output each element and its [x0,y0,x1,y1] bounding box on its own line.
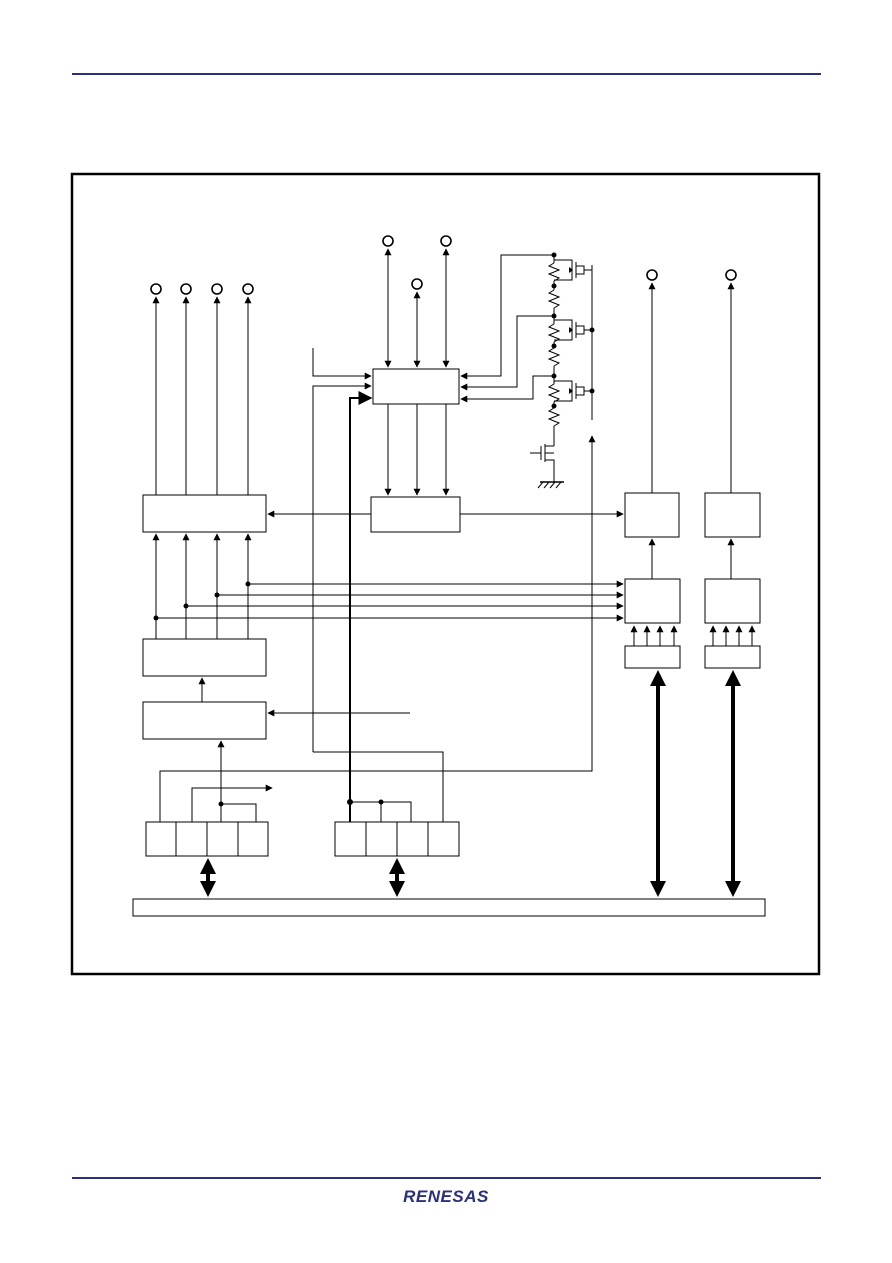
pin-terminal [150,283,162,295]
converter-block-1 [624,578,681,624]
renesas-logo: RENESAS [386,1185,506,1213]
pin-terminal [411,278,423,290]
left-output-lines [152,296,252,495]
pin-terminal [440,235,452,247]
pin-terminal [211,283,223,295]
control-register-middle [334,821,460,857]
decoder-block [142,638,267,677]
pin-terminal [180,283,192,295]
control-register-left [145,821,269,857]
bus-arrows [200,670,741,897]
output-buffer-block-1 [624,492,680,538]
pin-terminal [725,269,737,281]
data-register-2 [704,645,761,669]
switch-to-comparator [384,404,450,496]
tap-lines [153,580,624,622]
diagram-frame [70,172,821,976]
pin-terminals [150,235,737,295]
resistor-ladder [460,252,561,440]
decoder-output-lines [152,533,252,639]
comparator-block [370,496,461,533]
pin-terminal [242,283,254,295]
bypass-transistors [554,259,595,420]
converter-block-2 [704,578,761,624]
output-control-block [142,494,267,533]
logo-text: RENESAS [403,1187,489,1206]
pin-terminal [646,269,658,281]
pin-terminal [382,235,394,247]
mode-control-block [142,701,267,740]
ground-switch-transistor [530,440,564,489]
analog-switch-block [372,368,460,405]
output-buffer-block-2 [704,492,761,538]
header-rule [72,73,821,75]
internal-data-bus [132,898,766,917]
footer-rule [72,1177,821,1179]
data-register-1 [624,645,681,669]
register-to-converter [630,625,756,646]
